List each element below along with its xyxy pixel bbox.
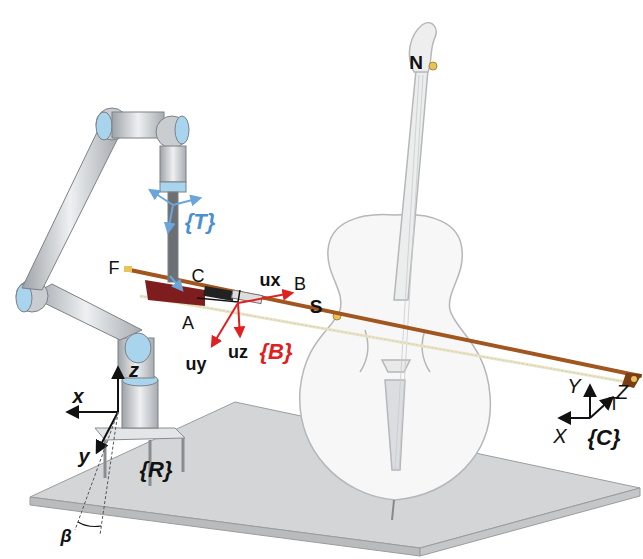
tool-flange	[160, 182, 186, 192]
frame-label: {C}	[587, 427, 620, 449]
Y-axis	[589, 386, 591, 418]
frame-axis	[150, 190, 173, 205]
angle-guide	[75, 412, 118, 530]
robot-base	[122, 380, 158, 428]
string	[399, 75, 423, 470]
joint-cap	[125, 333, 151, 363]
frame-label: {B}	[259, 341, 292, 363]
x-axis	[68, 411, 118, 413]
wrist-joint	[156, 116, 188, 148]
bow	[124, 266, 642, 388]
point-label: A	[182, 314, 194, 332]
endpin	[392, 500, 394, 520]
f-hole	[422, 330, 430, 372]
uz-axis	[238, 303, 240, 336]
frame-axis	[173, 198, 200, 205]
scroll	[409, 23, 436, 72]
axis-label: x	[72, 386, 83, 406]
plate-edge	[420, 488, 640, 556]
axis-label: y	[78, 446, 89, 466]
bow-screw	[124, 266, 132, 272]
point-label: N	[409, 53, 423, 72]
bow-holder	[168, 192, 178, 282]
vector-label: ux	[259, 271, 280, 289]
point-label: S	[310, 297, 323, 316]
bow-hair	[140, 296, 632, 383]
robot-arm	[16, 108, 189, 428]
frame-label: {T}	[185, 211, 216, 233]
wrist-link	[160, 146, 186, 182]
stand-leg	[182, 438, 185, 472]
string	[395, 75, 419, 470]
ux-axis	[238, 293, 292, 303]
vector-label: uz	[228, 343, 248, 361]
point-label: B	[294, 275, 306, 293]
nut-point	[429, 62, 437, 70]
plate-edge	[30, 497, 420, 556]
bow-hair	[140, 296, 632, 383]
bow-frame	[197, 290, 292, 346]
frame-label: {R}	[139, 459, 172, 481]
cello	[300, 23, 491, 520]
axis-label: Z	[616, 382, 628, 402]
uy-axis	[212, 303, 238, 346]
point-label: C	[192, 267, 205, 285]
axis-label: z	[129, 360, 139, 380]
axis-label: Y	[567, 376, 580, 396]
bow-stick	[130, 270, 640, 376]
forearm	[22, 126, 118, 290]
X-axis	[560, 417, 590, 419]
frame-axis	[168, 205, 173, 232]
angle-arc	[78, 522, 101, 527]
neck	[394, 70, 428, 300]
point-label: F	[109, 259, 120, 277]
frame-axis	[170, 276, 182, 290]
joint-cap	[175, 116, 189, 144]
angle-label: β	[60, 527, 71, 545]
cello-body	[300, 214, 491, 500]
robot-frame	[68, 368, 118, 535]
tip-point	[631, 376, 637, 382]
frame-bracket	[197, 290, 240, 302]
vector-label: uy	[185, 355, 206, 373]
joint-cap	[96, 112, 112, 140]
axis-label: X	[553, 426, 566, 446]
angle-guide	[100, 412, 118, 535]
z-axis	[117, 368, 119, 412]
